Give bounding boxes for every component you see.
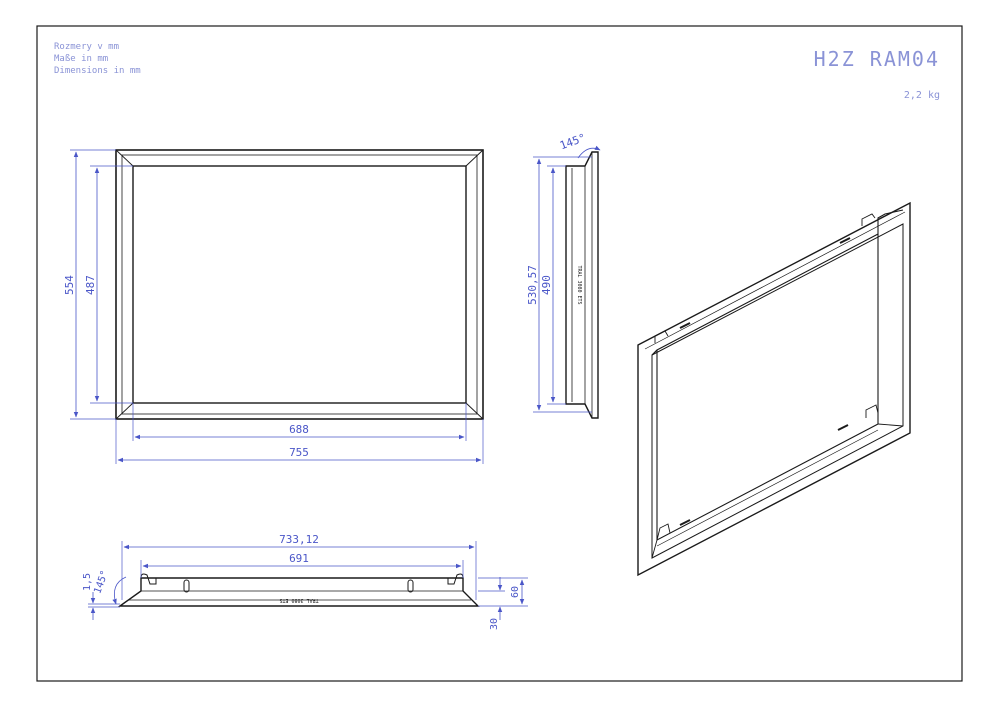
side-height-inner-text: 490	[540, 275, 553, 295]
dim-bottom-angle: 145°	[92, 569, 127, 605]
bottom-width-inner-text: 691	[289, 552, 309, 565]
iso-outer-face	[637, 201, 911, 577]
front-height-inner-text: 487	[84, 275, 97, 295]
side-height-outer-text: 530,57	[526, 265, 539, 305]
units-note-de: Maße in mm	[54, 54, 108, 64]
dim-bottom-step: 30	[478, 577, 505, 630]
front-view	[115, 149, 484, 420]
bottom-view: TRAL 3080 ETS	[117, 573, 480, 607]
dim-side-height-outer: 530,57	[526, 156, 592, 413]
units-note-en: Dimensions in mm	[54, 66, 141, 76]
dim-front-width-outer: 755	[115, 419, 484, 464]
side-profile	[565, 151, 599, 419]
dim-front-width-inner: 688	[132, 403, 467, 441]
dim-bottom-width-outer: 733,12	[121, 533, 477, 600]
sheet-border	[36, 25, 963, 682]
weight-label: 2,2 kg	[904, 90, 940, 101]
dim-side-height-inner: 490	[540, 165, 566, 405]
side-part-label: TRAL 3080 ETS	[576, 265, 582, 304]
front-inner-opening	[132, 165, 467, 404]
isometric-view	[637, 201, 911, 577]
front-width-inner-text: 688	[289, 423, 309, 436]
bottom-angle-text: 145°	[92, 569, 111, 595]
side-angle-text: 145°	[558, 131, 587, 152]
bottom-step-text: 30	[489, 618, 500, 630]
front-flange-edge	[121, 154, 478, 415]
bottom-part-label: TRAL 3080 ETS	[279, 597, 318, 603]
drawing-title: H2Z RAM04	[814, 47, 940, 71]
side-view: TRAL 3080 ETS	[565, 151, 599, 419]
bottom-width-outer-text: 733,12	[279, 533, 319, 546]
front-width-outer-text: 755	[289, 446, 309, 459]
dim-front-height-inner: 487	[84, 165, 133, 404]
dim-bottom-depth: 60	[478, 577, 528, 607]
front-outer-frame	[115, 149, 484, 420]
dim-side-angle: 145°	[558, 131, 601, 159]
dim-front-height-outer: 554	[63, 149, 116, 420]
bottom-depth-text: 60	[510, 586, 521, 598]
front-height-outer-text: 554	[63, 275, 76, 295]
units-note-cz: Rozmery v mm	[54, 42, 119, 52]
bottom-thickness-text: 1,5	[82, 573, 93, 591]
dim-bottom-width-inner: 691	[140, 552, 464, 578]
